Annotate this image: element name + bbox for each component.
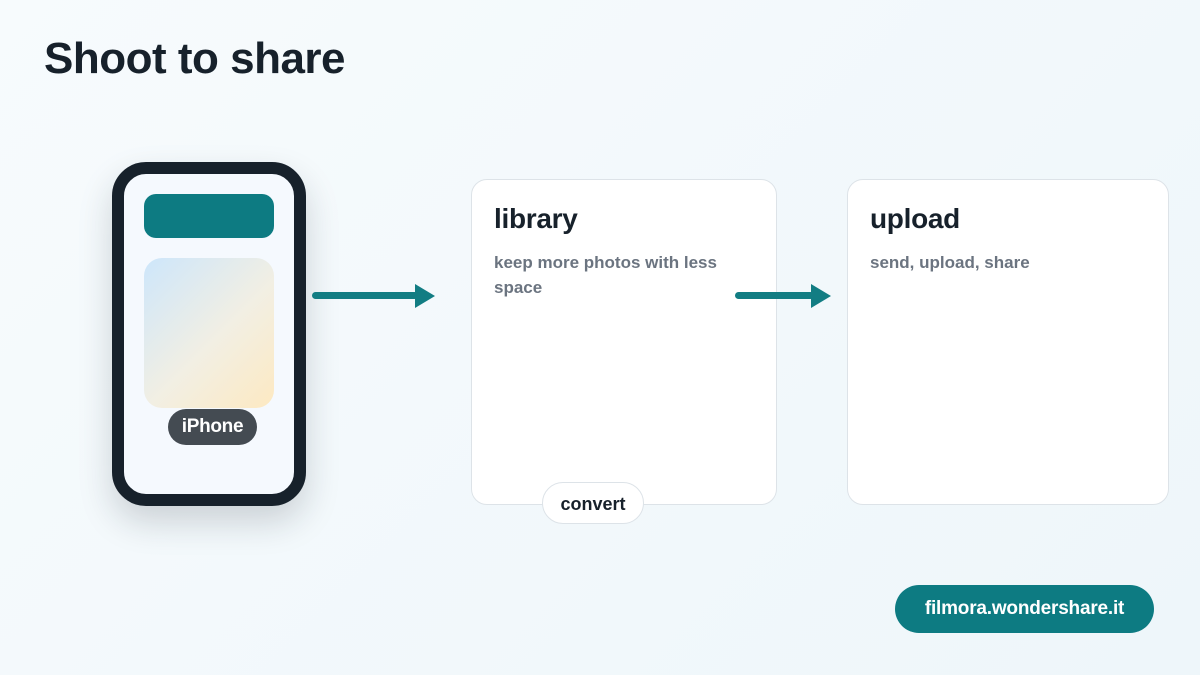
- photo-thumbnail: [144, 258, 274, 408]
- convert-badge: convert: [542, 482, 644, 524]
- arrow-right-icon: [735, 284, 831, 308]
- phone-header-bar: [144, 194, 274, 238]
- phone-illustration: iPhone: [112, 162, 306, 506]
- step-description: send, upload, share: [870, 253, 1030, 272]
- step-card-library: library keep more photos with less space: [471, 179, 777, 505]
- arrow-right-icon: [312, 284, 435, 308]
- phone-label: iPhone: [168, 409, 257, 445]
- step-title: library: [494, 203, 578, 234]
- step-card-upload: upload send, upload, share: [847, 179, 1169, 505]
- step-description: keep more photos with less space: [494, 253, 717, 297]
- brand-badge: filmora.wondershare.it: [895, 585, 1154, 633]
- step-title: upload: [870, 203, 960, 234]
- page-title: Shoot to share: [44, 34, 346, 83]
